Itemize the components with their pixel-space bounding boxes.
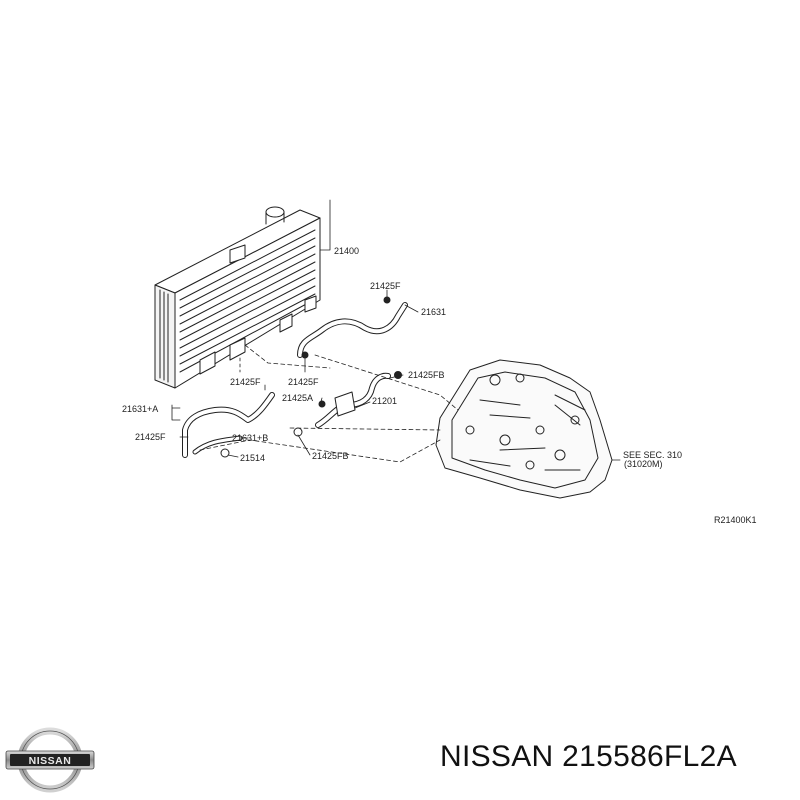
label-clip-b: 21425F	[230, 377, 261, 387]
upper-hose-drawing	[297, 302, 408, 358]
label-hose-b: 21631+B	[232, 433, 268, 443]
leader-lines	[171, 199, 621, 463]
label-radiator: 21400	[334, 246, 359, 256]
label-clip-c: 21425F	[288, 377, 319, 387]
transmission-drawing	[435, 359, 613, 499]
label-hose-oil: 21201	[372, 396, 397, 406]
label-hose-upper: 21631	[421, 307, 446, 317]
radiator-drawing	[154, 206, 321, 389]
label-clip-e: 21425A	[282, 393, 313, 403]
part-number-title: NISSAN 215586FL2A	[440, 740, 737, 773]
label-bracket: 21514	[240, 453, 265, 463]
label-clip-d: 21425FB	[408, 370, 445, 380]
label-clip-a: 21425F	[370, 281, 401, 291]
figure-code: R21400K1	[714, 515, 757, 525]
label-clip-g: 21425FB	[312, 451, 349, 461]
svg-text:NISSAN: NISSAN	[29, 755, 72, 767]
label-clip-f: 21425F	[135, 432, 166, 442]
label-reference-line2: (31020M)	[624, 459, 663, 469]
nissan-logo: NISSAN	[4, 727, 96, 798]
oil-hose-drawing	[315, 372, 391, 428]
nissan-logo-icon: NISSAN	[5, 727, 95, 793]
label-hose-a: 21631+A	[122, 404, 158, 414]
label-reference-line1: SEE SEC. 310	[623, 450, 682, 460]
